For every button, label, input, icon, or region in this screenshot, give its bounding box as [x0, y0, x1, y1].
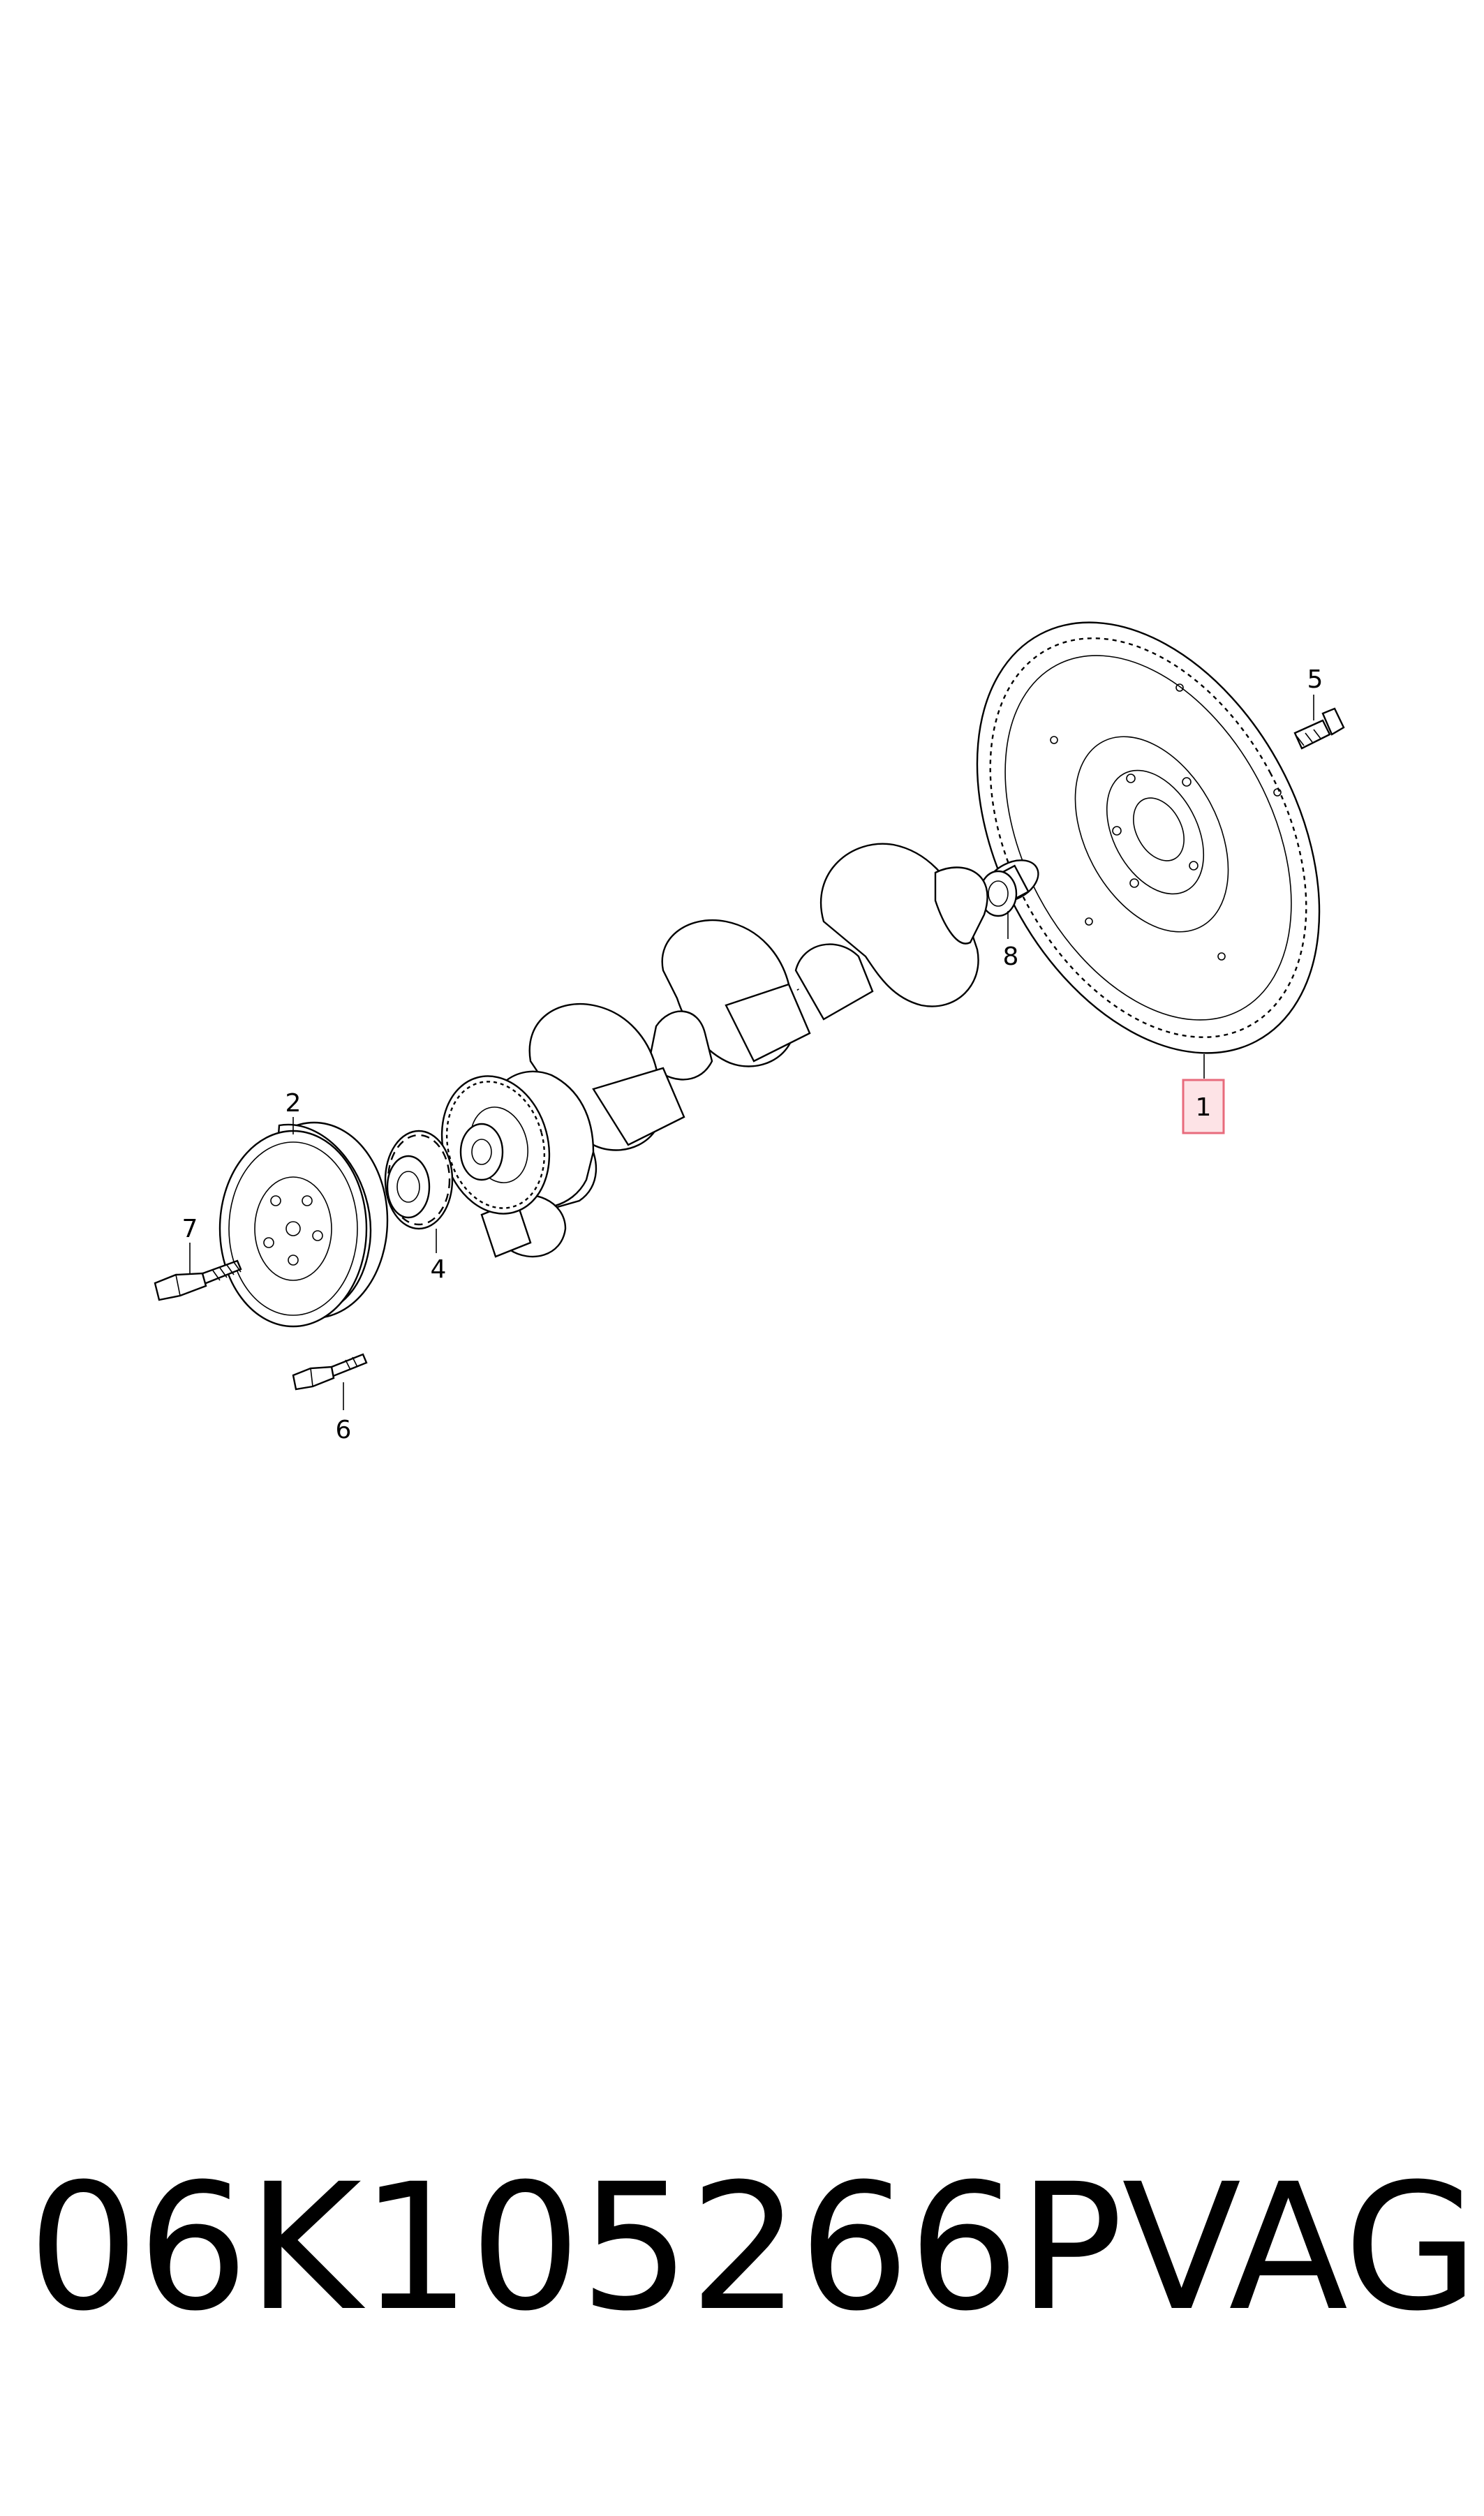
crankshaft: [480, 843, 988, 1258]
pulley-bolt-short: [292, 1353, 368, 1391]
callout-leaders: [189, 695, 1314, 1410]
crankshaft-gear: [440, 1075, 551, 1215]
callout-8-label[interactable]: 8: [1003, 942, 1019, 971]
timing-sprocket: [384, 1130, 454, 1230]
flywheel-bolt: [1293, 707, 1345, 750]
pulley-bolt-long: [154, 1259, 242, 1301]
callout-7-label[interactable]: 7: [182, 1215, 198, 1243]
callout-5-label[interactable]: 5: [1307, 665, 1323, 694]
brand-name: VAG: [1122, 2146, 1478, 2349]
part-number: 06K105266P: [28, 2146, 1123, 2349]
part-number-footer: 06K105266P VAG: [28, 2129, 1479, 2367]
callout-6-label[interactable]: 6: [336, 1416, 352, 1444]
callout-1-label[interactable]: 1: [1196, 1093, 1212, 1122]
flywheel: [976, 621, 1321, 1054]
callout-4-label[interactable]: 4: [431, 1255, 447, 1284]
vibration-damper-pulley: [218, 1121, 389, 1328]
callout-2-label[interactable]: 2: [285, 1089, 302, 1118]
callout-1-highlight: [1182, 1079, 1225, 1134]
